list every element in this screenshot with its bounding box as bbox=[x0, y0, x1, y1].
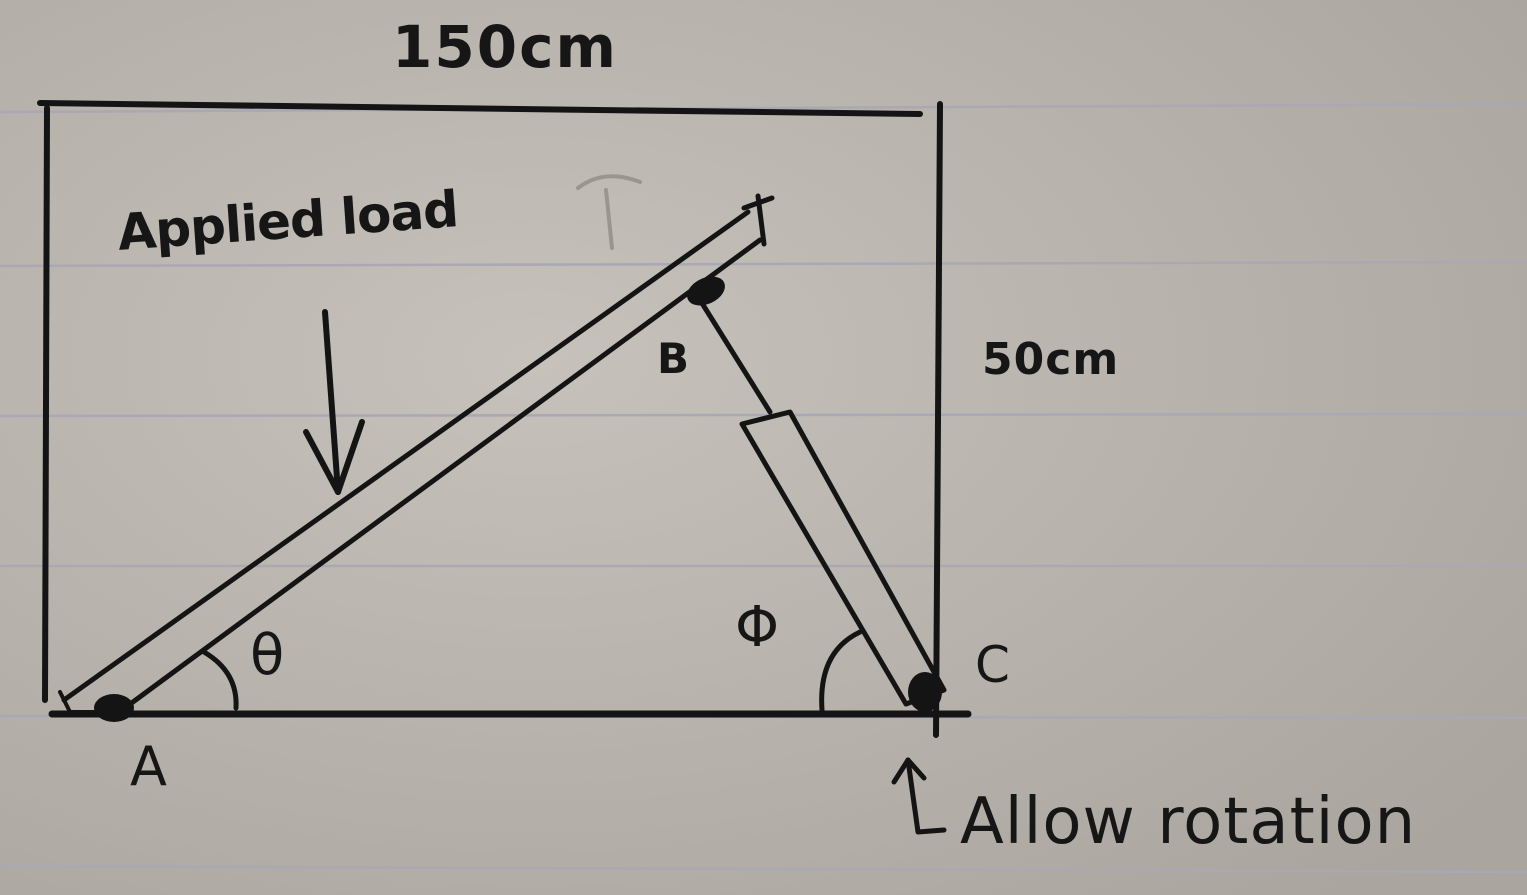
beam-lower-edge bbox=[115, 237, 763, 716]
load-arrow-icon bbox=[303, 309, 365, 495]
strut-cylinder bbox=[739, 409, 947, 707]
beam-end-cap bbox=[741, 193, 775, 247]
theta-label: θ bbox=[250, 623, 285, 688]
point-a-label: A bbox=[130, 735, 167, 798]
rotation-arrow-head bbox=[891, 757, 927, 785]
width-dimension-label: 150cm bbox=[392, 13, 618, 81]
height-dimension-label: 50cm bbox=[982, 334, 1120, 385]
load-arrow-shaft bbox=[322, 309, 341, 495]
beam-upper-edge bbox=[61, 209, 751, 703]
frame-top-edge bbox=[37, 100, 923, 117]
point-c-label: C bbox=[975, 636, 1010, 694]
strut bbox=[697, 297, 947, 707]
rule-line bbox=[0, 260, 1527, 268]
frame-right-edge bbox=[933, 101, 943, 738]
pin-a-icon bbox=[94, 694, 134, 722]
frame-left-edge bbox=[42, 105, 50, 703]
load-arrow-head bbox=[303, 419, 365, 495]
phi-angle-arc bbox=[819, 629, 863, 713]
rotation-arrow-shaft bbox=[905, 757, 947, 835]
strut-rod bbox=[697, 297, 773, 415]
rule-line bbox=[0, 102, 1527, 114]
erased-mark bbox=[576, 174, 642, 250]
rule-line bbox=[0, 864, 1527, 874]
frame bbox=[37, 100, 972, 738]
phi-label: Φ bbox=[735, 595, 780, 660]
main-beam bbox=[58, 193, 775, 716]
point-b-label: B bbox=[657, 334, 690, 383]
rotation-arrow-icon bbox=[891, 757, 947, 835]
rule-line bbox=[0, 412, 1527, 418]
pin-b-icon bbox=[687, 276, 725, 306]
pin-c-icon bbox=[908, 672, 942, 712]
theta-angle-arc bbox=[201, 649, 239, 711]
allow-rotation-label: Allow rotation bbox=[960, 785, 1417, 859]
